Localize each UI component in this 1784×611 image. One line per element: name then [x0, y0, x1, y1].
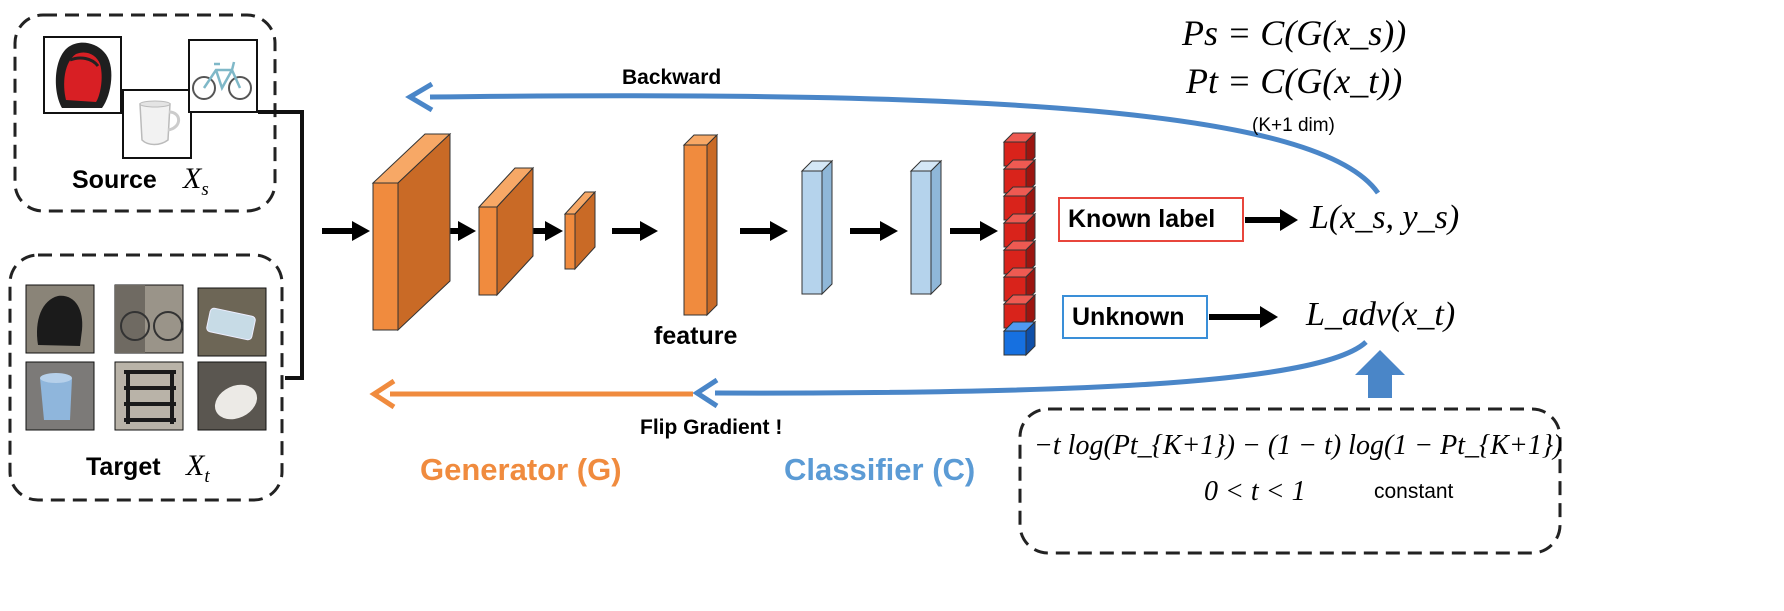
target-phone-photo [197, 287, 267, 357]
target-bicycle-photo [114, 284, 184, 354]
feature-label: feature [654, 322, 738, 350]
mug-image [122, 89, 192, 159]
adv-loss: L_adv(x_t) [1306, 296, 1456, 333]
target-mug-photo [25, 361, 95, 431]
domain-bracket [258, 110, 304, 380]
known-class-cube [1002, 185, 1037, 222]
dim-note: (K+1 dim) [1252, 115, 1335, 136]
target-group-box [8, 253, 284, 502]
known-class-cube [1002, 266, 1037, 303]
bicycle-image [188, 39, 258, 113]
source-label: Source [72, 166, 157, 194]
output-vector [1002, 131, 1037, 357]
target-backpack-photo [25, 284, 95, 354]
backpack-image [43, 36, 122, 114]
source-var-symbol: X [183, 162, 202, 195]
flip-gradient-label: Flip Gradient ! [640, 416, 783, 439]
flip-gradient-curve [714, 340, 1368, 396]
backward-arrowhead [405, 81, 434, 113]
constant-label: constant [1374, 480, 1454, 503]
generator-label: Generator (G) [420, 452, 622, 487]
target-tray-photo [114, 361, 184, 431]
classifier-layers [800, 159, 943, 296]
known-label-text: Known label [1068, 205, 1216, 233]
target-var-sub: t [204, 466, 210, 487]
backward-arrow [429, 93, 1381, 195]
generator-layers [371, 132, 719, 332]
known-loss: L(x_s, y_s) [1310, 199, 1460, 236]
target-label: Target [86, 453, 161, 481]
unknown-box [1062, 295, 1208, 339]
generator-gradient-arrowhead [369, 378, 396, 410]
target-images [25, 284, 267, 431]
unknown-arrowhead [1260, 306, 1278, 328]
pt-equation: Pt = C(G(x_t)) [1186, 61, 1403, 101]
source-variable: Xs [183, 162, 209, 201]
target-variable: Xt [186, 449, 210, 488]
known-class-cube [1002, 239, 1037, 276]
up-block-arrow [1355, 350, 1405, 398]
adv-formula: −t log(Pt_{K+1}) − (1 − t) log(1 − Pt_{K… [1034, 430, 1563, 461]
known-label-box [1058, 197, 1244, 242]
flip-gradient-arrowhead [692, 377, 719, 409]
classifier-label: Classifier (C) [784, 452, 976, 487]
adv-loss-box [1018, 407, 1562, 555]
source-var-sub: s [201, 179, 209, 200]
t-range: 0 < t < 1 [1204, 476, 1306, 507]
target-var-symbol: X [186, 449, 205, 482]
unknown-text: Unknown [1072, 303, 1185, 331]
known-arrowhead [1280, 209, 1298, 231]
known-class-cube [1002, 131, 1037, 168]
target-mouse-photo [197, 361, 267, 431]
unknown-class-cube [1002, 320, 1037, 357]
ps-equation: Ps = C(G(x_s)) [1182, 13, 1407, 53]
backward-label: Backward [622, 66, 722, 89]
